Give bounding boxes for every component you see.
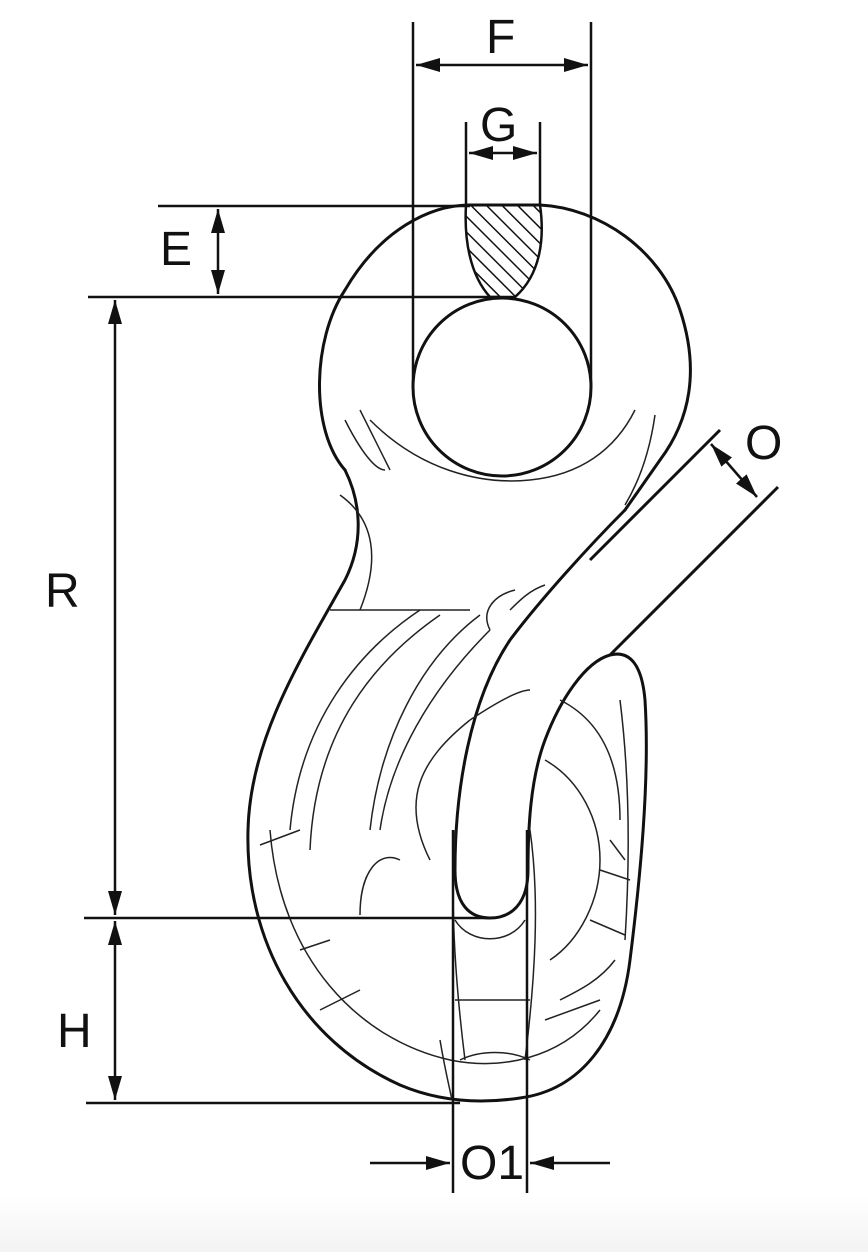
bottom-fade [0,1195,868,1252]
dimension-label-h: H [57,1005,92,1058]
eye-hole [411,296,593,478]
dimension-label-f: F [486,11,516,64]
hook-detail-lines [259,409,656,1101]
eye-section-hatch [464,203,543,299]
dimension-label-r: R [45,565,80,618]
dimension-label-o: O [745,417,783,470]
dimension-label-g: G [480,99,518,152]
opening-lines [588,428,780,657]
dimension-lines [84,22,758,1193]
dimension-label-e: E [160,223,193,276]
dimension-label-o1: O1 [460,1137,525,1190]
